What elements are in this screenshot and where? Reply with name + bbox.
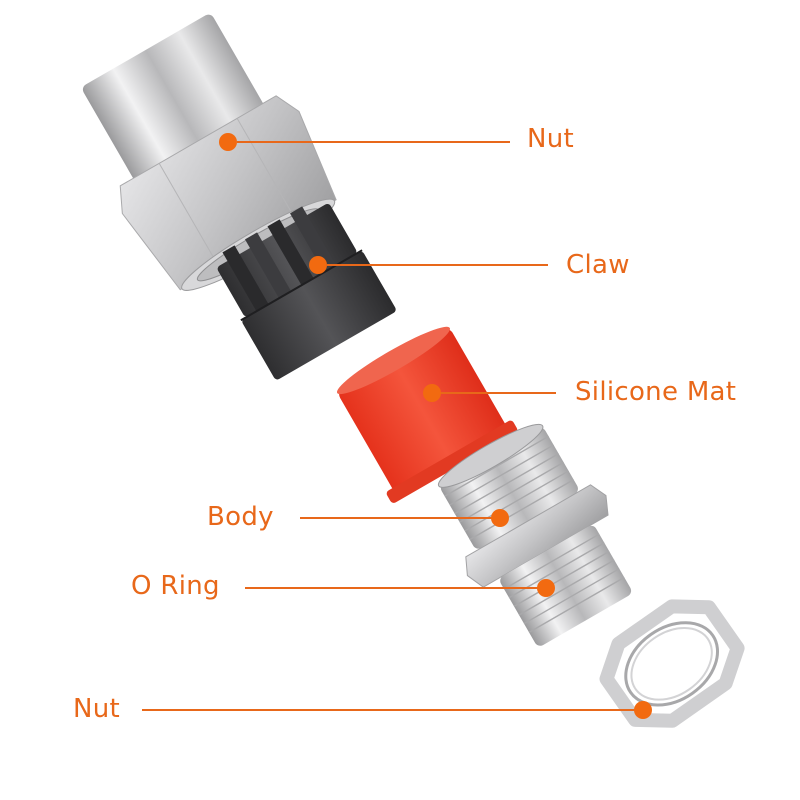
claw-shape [217, 204, 396, 380]
silicone-mat-marker-dot [423, 384, 441, 402]
o-ring-leader-line [245, 587, 546, 589]
nut-bottom-leader-line [142, 709, 643, 711]
nut-bottom-marker-dot [634, 701, 652, 719]
claw-label: Claw [566, 250, 630, 280]
body-leader-line [300, 517, 500, 519]
silicone-mat-shape [336, 326, 518, 503]
body-label: Body [207, 502, 274, 532]
claw-marker-dot [309, 256, 327, 274]
silicone-mat-label: Silicone Mat [575, 377, 737, 407]
nut-top-leader-line [237, 141, 510, 143]
o-ring-label: O Ring [131, 571, 220, 601]
o-ring-marker-dot [537, 579, 555, 597]
lock-nut-shape [599, 599, 745, 728]
claw-leader-line [327, 264, 548, 266]
nut-bottom-label: Nut [73, 694, 121, 724]
silicone-mat-leader-line [441, 392, 556, 394]
body-marker-dot [491, 509, 509, 527]
nut-top-label: Nut [527, 124, 575, 154]
nut-top-marker-dot [219, 133, 237, 151]
